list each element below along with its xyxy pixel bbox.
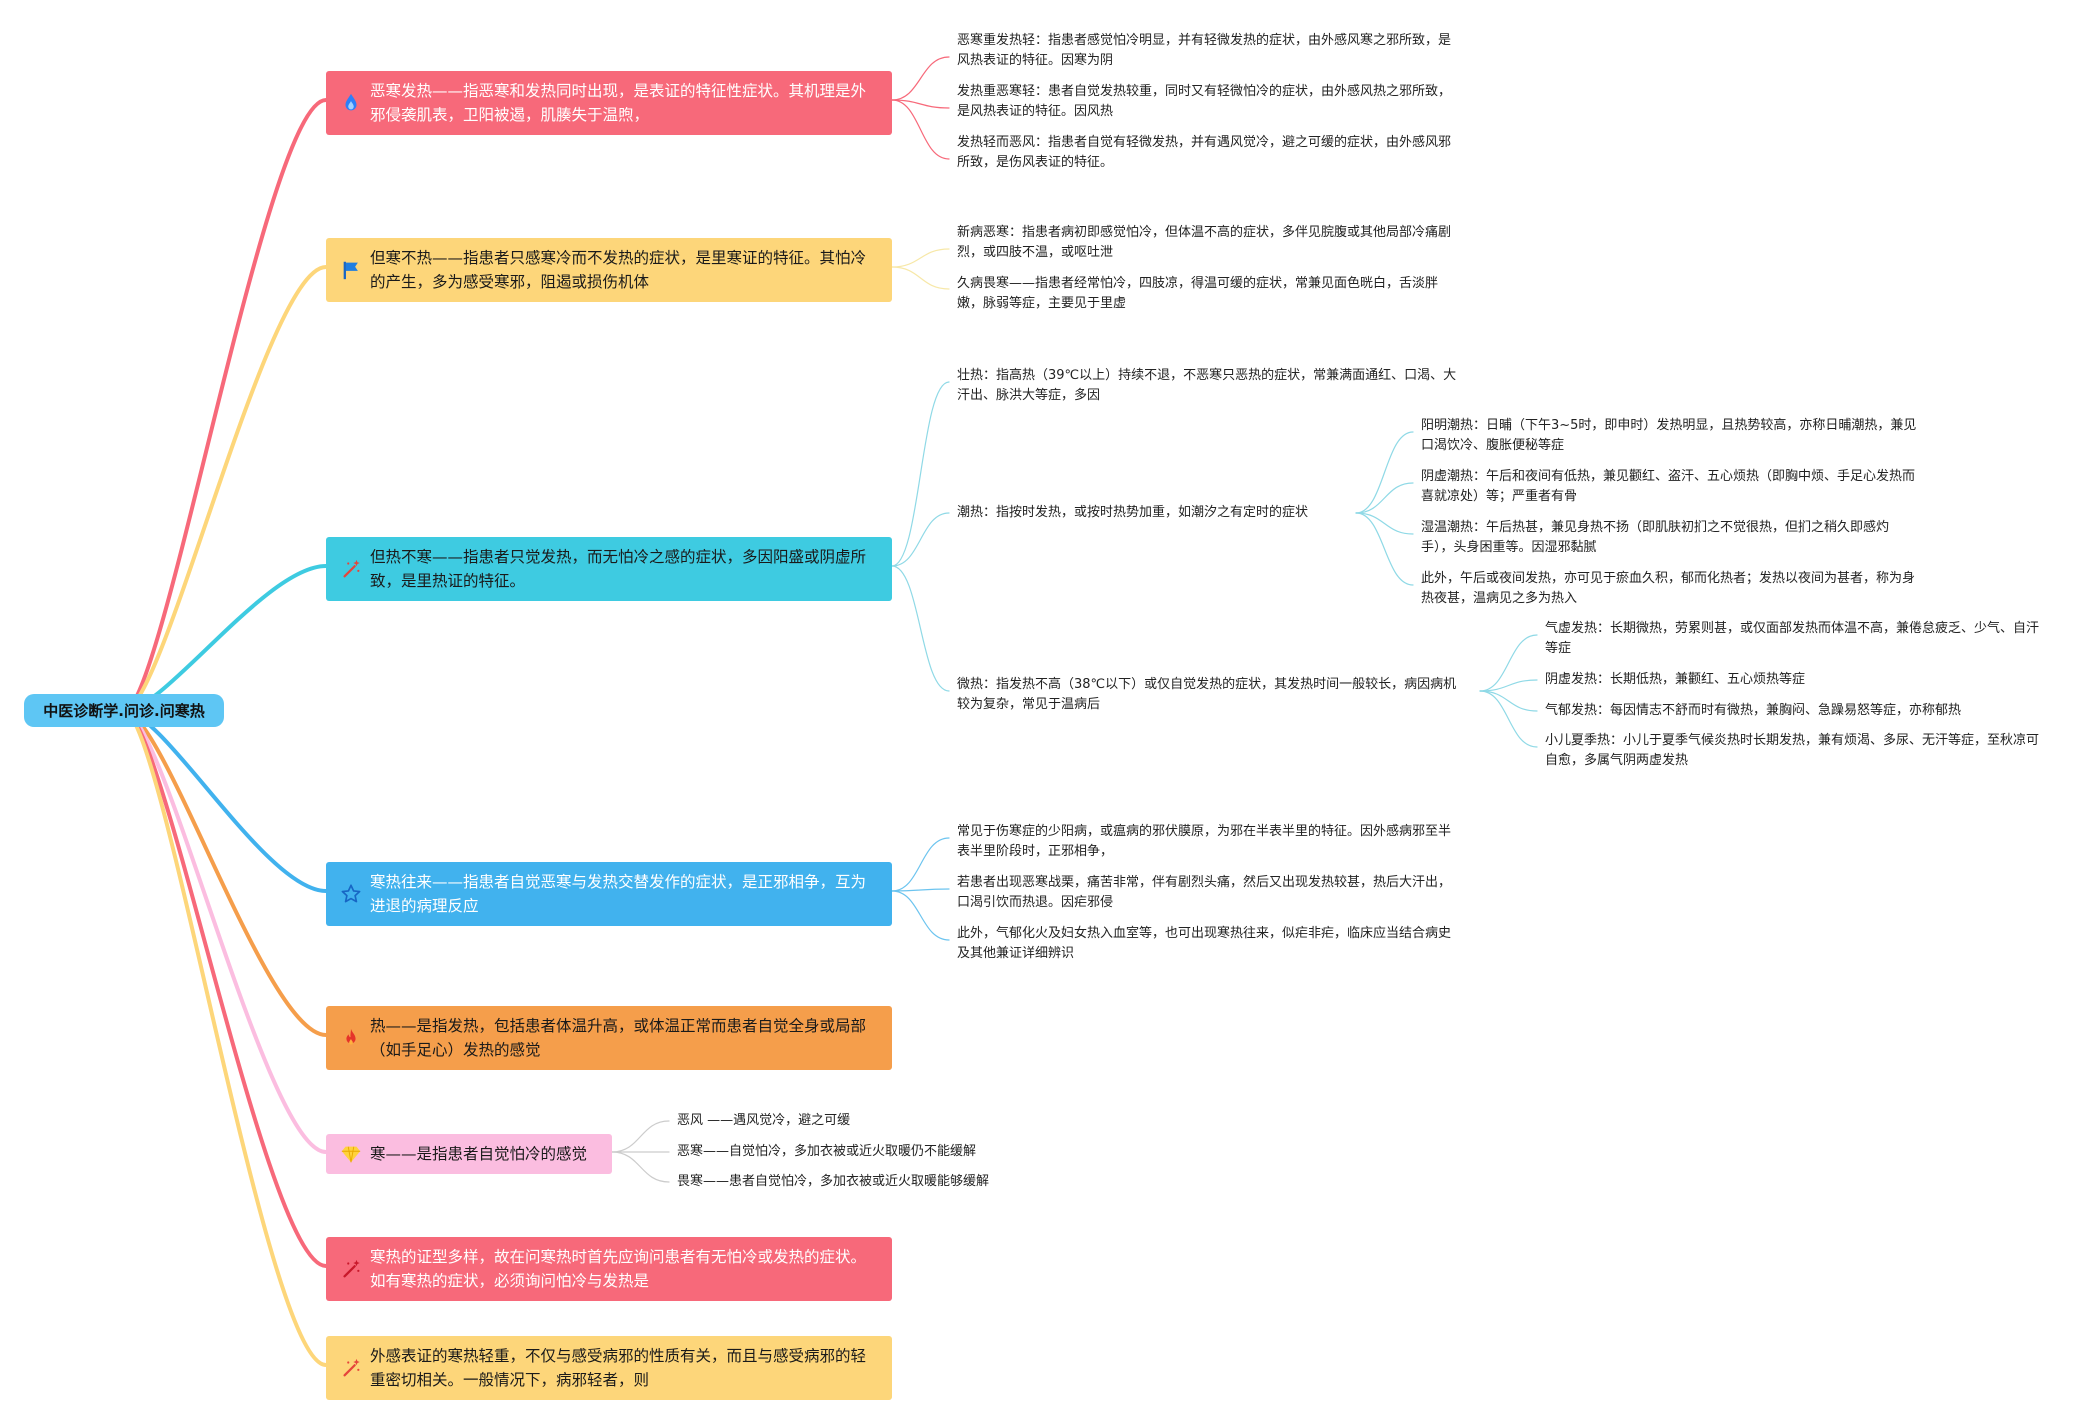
leaf-connector <box>891 99 950 160</box>
leaf-item[interactable]: 发热轻而恶风：指患者自觉有轻微发热，并有遇风觉冷，避之可缓的症状，由外感风邪所致… <box>957 135 1452 170</box>
flame-drop-icon <box>345 93 357 111</box>
leaf-item[interactable]: 阴虚潮热：午后和夜间有低热，兼见颧红、盗汗、五心烦热（即胸中烦、手足心发热而喜就… <box>1421 469 1916 504</box>
leaf-item[interactable]: 气虚发热：长期微热，劳累则甚，或仅面部发热而体温不高，兼倦怠疲乏、少气、自汗等症 <box>1545 621 2040 656</box>
topic-label: 外感表证的寒热轻重，不仅与感受病邪的性质有关，而且与感受病邪的轻重密切相关。一般… <box>370 1347 867 1389</box>
topic-label: 寒热往来——指患者自觉恶寒与发热交替发作的症状，是正邪相争，互为进退的病理反应 <box>370 873 867 915</box>
magic-wand-icon <box>343 559 360 578</box>
leaf-item[interactable]: 阴虚发热：长期低热，兼颧红、五心烦热等症 <box>1545 672 1806 687</box>
magic-wand-icon <box>343 1358 360 1377</box>
root-connector <box>122 709 328 1154</box>
topic-label: 但热不寒——指患者只觉发热，而无怕冷之感的症状，多因阳盛或阴虚所致，是里热证的特… <box>370 548 867 590</box>
leaf-item-mild-fever[interactable]: 微热：指发热不高（38℃以下）或仅自觉发热的症状，其发热时间一般较长，病因病机较… <box>957 677 1457 712</box>
leaf-item[interactable]: 此外，气郁化火及妇女热入血室等，也可出现寒热往来，似疟非疟，临床应当结合病史及其… <box>957 926 1452 961</box>
topic-heat-definition[interactable]: 热——是指发热，包括患者体温升高，或体温正常而患者自觉全身或局部（如手足心）发热… <box>326 1006 892 1070</box>
topic-alternating-cold-fever[interactable]: 寒热往来——指患者自觉恶寒与发热交替发作的症状，是正邪相争，互为进退的病理反应 <box>326 862 892 926</box>
leaf-item[interactable]: 新病恶寒：指患者病初即感觉怕冷，但体温不高的症状，多伴见脘腹或其他局部冷痛剧烈，… <box>957 225 1452 260</box>
topic-inquiry-note[interactable]: 寒热的证型多样，故在问寒热时首先应询问患者有无怕冷或发热的症状。如有寒热的症状，… <box>326 1237 892 1301</box>
leaf-item[interactable]: 畏寒——患者自觉怕冷，多加衣被或近火取暖能够缓解 <box>677 1174 990 1189</box>
leaf-item[interactable]: 阳明潮热：日晡（下午3~5时，即申时）发热明显，且热势较高，亦称日晡潮热，兼见口… <box>1421 418 1917 453</box>
leaf-connector <box>1355 431 1414 514</box>
leaf-connector <box>891 888 950 892</box>
leaf-item[interactable]: 若患者出现恶寒战栗，痛苦非常，伴有剧烈头痛，然后又出现发热较甚，热后大汗出，口渴… <box>957 875 1452 910</box>
leaf-connector <box>1355 512 1414 535</box>
topic-cold-without-fever[interactable]: 但寒不热——指患者只感寒冷而不发热的症状，是里寒证的特征。其怕冷的产生，多为感受… <box>326 238 892 302</box>
root-connector <box>122 564 328 713</box>
leaf-item[interactable]: 气郁发热：每因情志不舒而时有微热，兼胸闷、急躁易怒等症，亦称郁热 <box>1545 703 1962 718</box>
leaf-item[interactable]: 发热重恶寒轻：患者自觉发热较重，同时又有轻微怕冷的症状，由外感风热之邪所致，是风… <box>957 84 1452 119</box>
leaf-connector <box>891 248 950 268</box>
leaf-item[interactable]: 小儿夏季热：小儿于夏季气候炎热时长期发热，兼有烦渴、多尿、无汗等症，至秋凉可自愈… <box>1545 733 2040 768</box>
fire-icon <box>346 1028 356 1045</box>
root-connector <box>122 709 328 893</box>
leaf-connector <box>611 1120 670 1153</box>
leaf-item[interactable]: 常见于伤寒症的少阳病，或瘟病的邪伏膜原，为邪在半表半里的特征。因外感病邪至半表半… <box>957 824 1452 859</box>
flag-icon <box>343 261 358 280</box>
topic-label: 热——是指发热，包括患者体温升高，或体温正常而患者自觉全身或局部（如手足心）发热… <box>370 1017 867 1059</box>
leaf-connector <box>891 266 950 290</box>
leaf-item[interactable]: 此外，午后或夜间发热，亦可见于瘀血久积，郁而化热者；发热以夜间为甚者，称为身热夜… <box>1421 571 1916 606</box>
topic-label: 恶寒发热——指恶寒和发热同时出现，是表证的特征性症状。其机理是外邪侵袭肌表，卫阳… <box>370 82 867 124</box>
leaf-connector <box>891 512 950 567</box>
leaf-connector <box>891 99 950 109</box>
leaf-connector <box>1479 679 1538 692</box>
leaf-item[interactable]: 恶寒重发热轻：指患者感觉怕冷明显，并有轻微发热的症状，由外感风寒之邪所致，是风热… <box>957 33 1452 68</box>
topic-label: 寒热的证型多样，故在问寒热时首先应询问患者有无怕冷或发热的症状。如有寒热的症状，… <box>370 1248 867 1290</box>
topic-aversion-cold-fever[interactable]: 恶寒发热——指恶寒和发热同时出现，是表证的特征性症状。其机理是外邪侵袭肌表，卫阳… <box>326 71 892 135</box>
leaf-item[interactable]: 久病畏寒——指患者经常怕冷，四肢凉，得温可缓的症状，常兼见面色晄白，舌淡胖嫩，脉… <box>957 276 1439 311</box>
root-connector <box>122 709 328 1367</box>
topic-exterior-syndrome-note[interactable]: 外感表证的寒热轻重，不仅与感受病邪的性质有关，而且与感受病邪的轻重密切相关。一般… <box>326 1336 892 1400</box>
root-connector <box>122 709 328 1037</box>
star-icon <box>341 884 361 903</box>
leaf-connector <box>891 565 950 692</box>
topic-cold-definition[interactable]: 寒——是指患者自觉怕冷的感觉 <box>326 1134 612 1174</box>
root-connector <box>122 98 328 713</box>
leaf-connector <box>1479 690 1538 712</box>
leaf-item[interactable]: 壮热：指高热（39℃以上）持续不退，不恶寒只恶热的症状，常兼满面通红、口渴、大汗… <box>957 368 1457 403</box>
leaf-item[interactable]: 湿温潮热：午后热甚，兼见身热不扬（即肌肤初扪之不觉很热，但扪之稍久即感灼手），头… <box>1421 520 1890 555</box>
leaf-item[interactable]: 恶风 ——遇风觉冷，避之可缓 <box>677 1113 851 1128</box>
leaf-connector <box>1479 690 1538 748</box>
leaf-connector <box>1355 512 1414 586</box>
leaf-connector <box>891 890 950 941</box>
leaf-item-tidal-fever[interactable]: 潮热：指按时发热，或按时热势加重，如潮汐之有定时的症状 <box>957 505 1309 520</box>
root-connector <box>122 709 328 1268</box>
topic-label: 但寒不热——指患者只感寒冷而不发热的症状，是里寒证的特征。其怕冷的产生，多为感受… <box>370 249 867 291</box>
leaf-connector <box>1479 634 1538 692</box>
diamond-icon <box>341 1146 361 1163</box>
leaf-connector <box>891 381 950 567</box>
leaf-connector <box>611 1151 670 1183</box>
topic-label: 寒——是指患者自觉怕冷的感觉 <box>370 1145 588 1163</box>
topic-fever-without-cold[interactable]: 但热不寒——指患者只觉发热，而无怕冷之感的症状，多因阳盛或阴虚所致，是里热证的特… <box>326 537 892 601</box>
root-topic[interactable]: 中医诊断学.问诊.问寒热 <box>24 694 224 727</box>
magic-wand-icon <box>343 1259 360 1278</box>
leaf-connector <box>891 837 950 892</box>
leaf-item[interactable]: 恶寒——自觉怕冷，多加衣被或近火取暖仍不能缓解 <box>677 1144 977 1159</box>
leaf-connector <box>891 56 950 101</box>
root-topic-label: 中医诊断学.问诊.问寒热 <box>43 702 205 720</box>
root-connector <box>122 265 328 713</box>
leaf-connector <box>1355 482 1414 514</box>
